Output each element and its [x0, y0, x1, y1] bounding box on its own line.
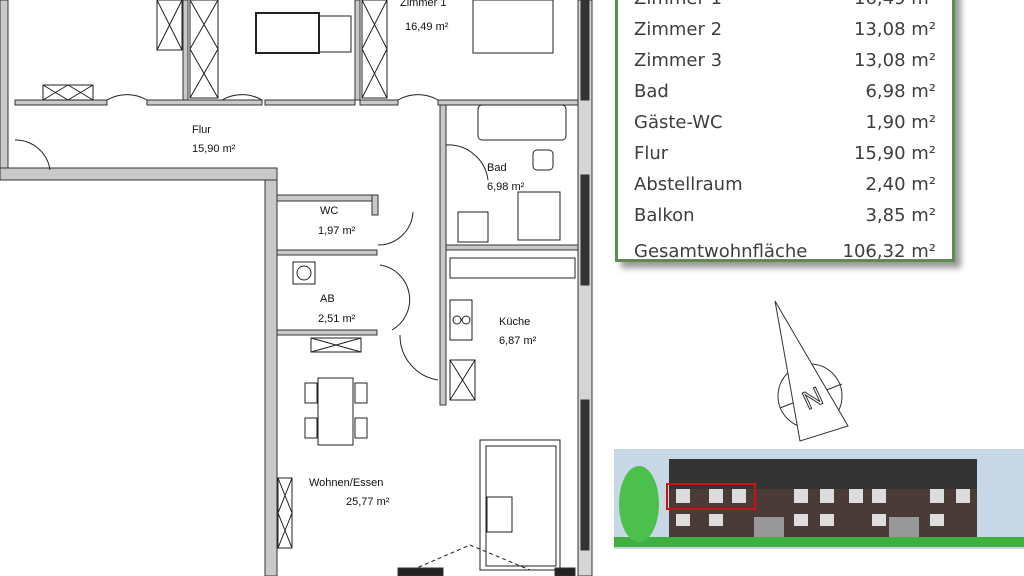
room-area-ab: 2,51 m²: [318, 313, 356, 325]
area-row: Gäste-WC 1,90 m²: [634, 112, 936, 133]
area-row: Bad 6,98 m²: [634, 81, 936, 102]
room-name-zimmer1: Zimmer 1: [400, 0, 446, 9]
highlight-box: [666, 483, 756, 510]
area-row-label: Gäste-WC: [634, 112, 723, 133]
area-row: Abstellraum 2,40 m²: [634, 174, 936, 195]
area-row-value: 13,08 m²: [853, 50, 936, 71]
area-row-value: 6,98 m²: [865, 81, 936, 102]
area-row-value: 15,90 m²: [853, 143, 936, 164]
area-row: Zimmer 1 16,49 m²: [634, 0, 936, 9]
area-total-value: 106,32 m²: [842, 241, 936, 262]
area-row-value: 3,85 m²: [865, 205, 936, 226]
area-row-label: Flur: [634, 143, 669, 164]
room-area-bad: 6,98 m²: [487, 181, 525, 193]
area-total-row: Gesamtwohnfläche 106,32 m²: [634, 241, 936, 262]
area-row-label: Bad: [634, 81, 669, 102]
area-row-value: 1,90 m²: [865, 112, 936, 133]
furniture: [14, 0, 576, 571]
room-name-flur: Flur: [192, 124, 211, 136]
floor-plan: Zimmer 1 16,49 m² Flur 15,90 m² Bad 6,98…: [0, 0, 593, 576]
room-area-flur: 15,90 m²: [192, 143, 236, 155]
area-total-label: Gesamtwohnfläche: [634, 241, 808, 262]
north-arrow-icon: N: [774, 300, 849, 442]
building-elevation: [614, 449, 1024, 549]
area-row-label: Abstellraum: [634, 174, 743, 195]
area-row-value: 2,40 m²: [865, 174, 936, 195]
room-name-wc: WC: [320, 205, 338, 217]
area-row: Zimmer 2 13,08 m²: [634, 19, 936, 40]
room-name-kueche: Küche: [499, 316, 530, 328]
walls: [0, 0, 593, 576]
windows: [676, 489, 970, 526]
area-row: Flur 15,90 m²: [634, 143, 936, 164]
room-area-wc: 1,97 m²: [318, 225, 356, 237]
room-area-kueche: 6,87 m²: [499, 335, 537, 347]
area-row-value: 16,49 m²: [854, 0, 936, 9]
room-name-wohnen: Wohnen/Essen: [309, 477, 383, 489]
area-row: Zimmer 3 13,08 m²: [634, 50, 936, 71]
area-row-label: Zimmer 2: [634, 19, 723, 40]
area-row-label: Zimmer 1: [634, 0, 722, 9]
area-row-value: 13,08 m²: [853, 19, 936, 40]
area-row-label: Zimmer 3: [634, 50, 723, 71]
room-name-ab: AB: [320, 293, 335, 305]
room-name-bad: Bad: [487, 162, 507, 174]
area-row: Balkon 3,85 m²: [634, 205, 936, 226]
area-row-label: Balkon: [634, 205, 695, 226]
room-area-wohnen: 25,77 m²: [346, 496, 390, 508]
room-area-zimmer1: 16,49 m²: [405, 21, 449, 33]
